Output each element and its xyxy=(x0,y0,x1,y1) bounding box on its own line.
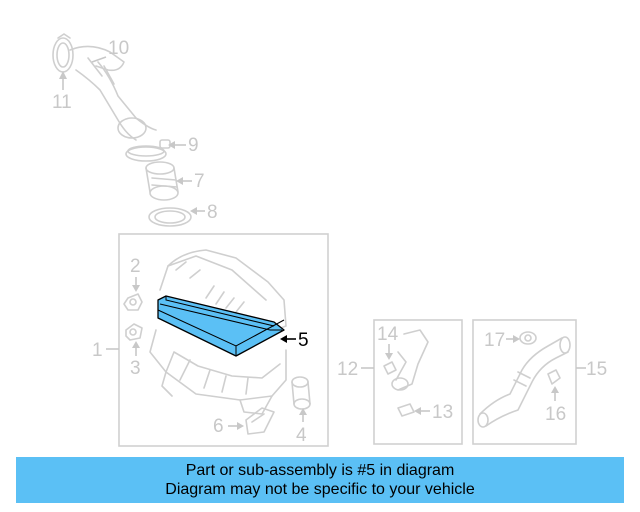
assembly-15-box xyxy=(472,319,577,445)
callout-4: 4 xyxy=(296,425,307,446)
part-9-clamp xyxy=(125,139,171,162)
part-7-sensor xyxy=(145,161,179,201)
part-17-grommet xyxy=(519,331,537,345)
air-box-tray xyxy=(149,329,287,415)
callout-14: 14 xyxy=(377,324,399,345)
part-14-clip xyxy=(383,361,397,375)
callout-1: 1 xyxy=(92,340,103,361)
callout-17: 17 xyxy=(484,330,505,351)
part-15-duct xyxy=(477,336,571,428)
assembly-1-box xyxy=(118,233,329,447)
callout-7: 7 xyxy=(194,171,205,192)
assembly-12-box xyxy=(373,319,463,445)
callout-9: 9 xyxy=(188,135,199,156)
callout-3: 3 xyxy=(130,358,141,379)
callout-8: 8 xyxy=(207,202,218,223)
callout-13: 13 xyxy=(432,402,453,423)
banner-line-1: Part or sub-assembly is #5 in diagram xyxy=(185,462,455,479)
part-5-air-filter xyxy=(157,295,285,357)
part-6-seal xyxy=(245,407,275,435)
callout-10: 10 xyxy=(108,38,129,59)
part-4-sleeve xyxy=(291,376,311,410)
banner-line-2: Diagram may not be specific to your vehi… xyxy=(165,481,475,498)
callout-5: 5 xyxy=(298,330,309,351)
part-8-gasket xyxy=(148,207,192,227)
callout-12: 12 xyxy=(337,359,358,380)
callout-11: 11 xyxy=(52,92,72,113)
part-2-grommet xyxy=(123,293,143,311)
part-11-clamp xyxy=(52,33,74,73)
callout-16: 16 xyxy=(545,404,566,425)
air-box-cover xyxy=(159,249,287,333)
part-10-intake-duct xyxy=(69,45,157,141)
callout-15: 15 xyxy=(586,359,607,380)
part-12-duct xyxy=(391,329,429,391)
info-banner: Part or sub-assembly is #5 in diagram Di… xyxy=(16,457,624,503)
callout-2: 2 xyxy=(130,256,141,277)
part-3-grommet xyxy=(125,323,143,341)
parts-diagram: 10 11 9 7 8 1 5 2 xyxy=(52,33,607,447)
part-13-clip xyxy=(397,403,415,417)
callout-6: 6 xyxy=(213,416,224,437)
part-16-clip xyxy=(547,369,561,385)
